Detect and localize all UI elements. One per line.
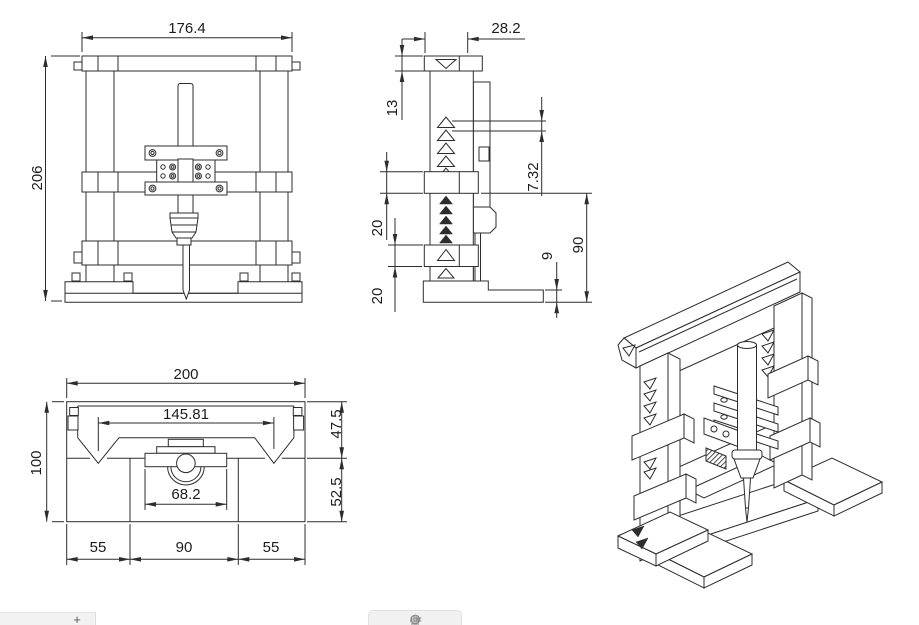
- top-dimensions: 200 145.81 100 47.5 52.5 68.2: [28, 366, 347, 565]
- dim-side-right-height: 90: [570, 237, 587, 254]
- dim-side-head: 13: [384, 100, 401, 117]
- side-body: [422, 55, 544, 303]
- front-spindle-assembly: [144, 83, 228, 301]
- sheet-tab-bar[interactable]: +: [0, 612, 96, 625]
- add-sheet-button[interactable]: +: [73, 612, 81, 625]
- dim-side-lower-clamp: 20: [369, 288, 386, 305]
- dim-top-inner-width: 145.81: [163, 406, 209, 423]
- dim-top-seg-center: 90: [176, 539, 193, 556]
- dim-side-foot-plate: 9: [539, 252, 556, 260]
- view-toolbar[interactable]: [368, 610, 462, 625]
- dim-top-lower-depth: 52.5: [328, 477, 345, 506]
- dim-front-width: 176.4: [168, 20, 206, 37]
- side-view: 28.2 13 20 20 7.32 90 9: [369, 20, 592, 318]
- dim-side-upper-clamp: 20: [369, 220, 386, 237]
- dim-top-slot-width: 68.2: [171, 486, 200, 503]
- front-view: 176.4 206: [29, 20, 303, 303]
- side-dimensions: 28.2 13 20 20 7.32 90 9: [369, 20, 592, 318]
- iso-machine: [616, 261, 884, 589]
- dim-side-width: 28.2: [491, 20, 520, 37]
- top-view: 200 145.81 100 47.5 52.5 68.2: [28, 366, 347, 565]
- isometric-view: [616, 261, 884, 589]
- dim-top-width: 200: [173, 366, 198, 383]
- dim-top-seg-right: 55: [263, 539, 280, 556]
- dim-top-depth: 100: [28, 450, 45, 475]
- dim-top-seg-left: 55: [90, 539, 107, 556]
- dim-side-step: 7.32: [525, 162, 542, 191]
- front-frame: [64, 55, 303, 303]
- dim-front-height: 206: [29, 165, 46, 190]
- front-dimensions: 176.4 206: [29, 20, 293, 302]
- dim-top-upper-depth: 47.5: [328, 409, 345, 438]
- zoom-window-icon[interactable]: [409, 613, 422, 625]
